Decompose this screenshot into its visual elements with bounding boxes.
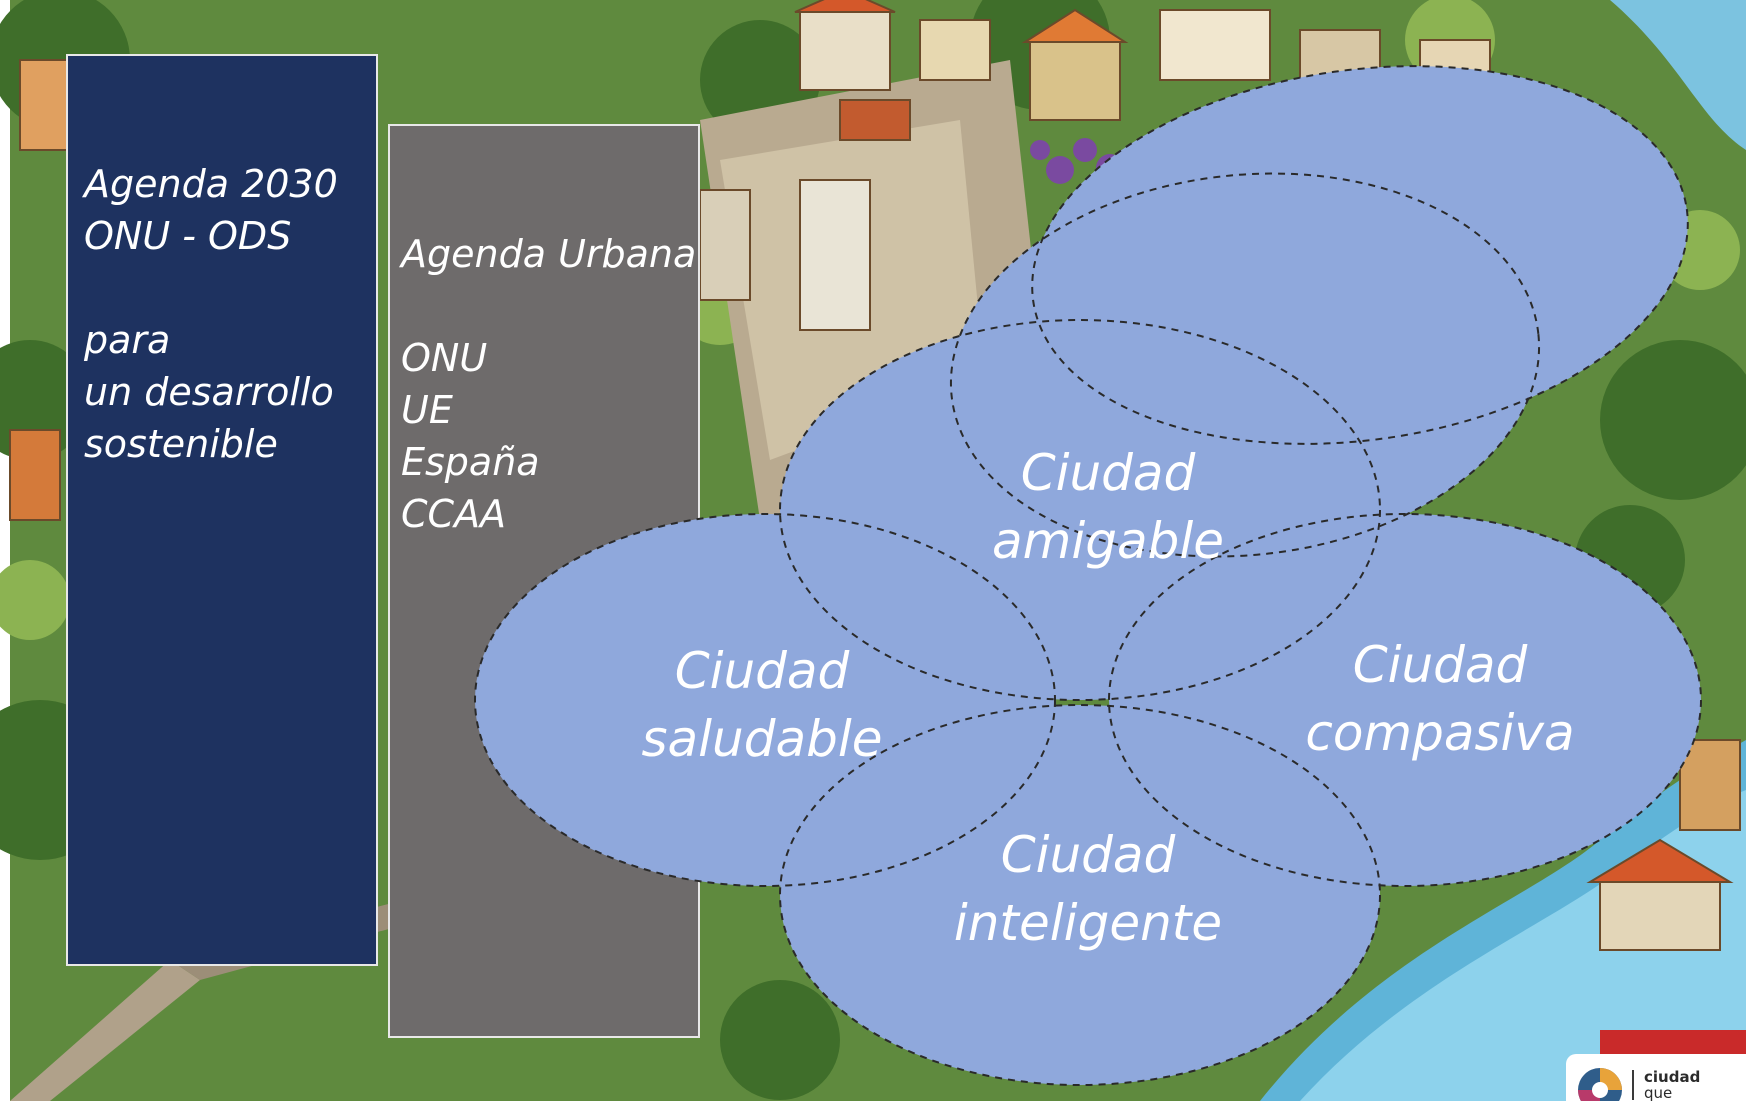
agenda-2030-line: un desarrollo — [84, 370, 334, 414]
agenda-2030-line: para — [84, 318, 171, 362]
agenda-urbana-line: UE — [401, 388, 453, 432]
logo-word-ciudad: ciudad — [1644, 1068, 1701, 1086]
logo-divider — [1632, 1070, 1634, 1100]
agenda-urbana-line: CCAA — [401, 492, 507, 536]
ellipse-inteligente — [780, 705, 1380, 1085]
agenda-2030-panel: Agenda 2030 ONU - ODS para un desarrollo… — [66, 54, 378, 966]
agenda-urbana-line: Agenda Urbana — [401, 232, 697, 276]
label-inteligente-line1: Ciudad — [1001, 826, 1176, 884]
label-compasiva-line2: compasiva — [1305, 704, 1574, 762]
agenda-urbana-line: ONU — [401, 336, 488, 380]
label-inteligente-line2: inteligente — [954, 894, 1222, 952]
label-saludable-line2: saludable — [641, 710, 882, 768]
agenda-2030-line: Agenda 2030 — [84, 162, 338, 206]
label-compasiva-line1: Ciudad — [1353, 636, 1528, 694]
logo-swirl-icon — [1578, 1068, 1622, 1101]
label-amigable-line2: amigable — [992, 512, 1224, 570]
ciudad-que-logo: ciudad que — [1566, 1054, 1746, 1101]
agenda-urbana-line: España — [401, 440, 540, 484]
agenda-2030-line: sostenible — [84, 422, 278, 466]
ellipse-amigable — [780, 320, 1380, 700]
logo-word-que: que — [1644, 1084, 1673, 1101]
agenda-2030-line: ONU - ODS — [84, 214, 292, 258]
label-amigable-line1: Ciudad — [1021, 444, 1196, 502]
label-saludable-line1: Ciudad — [675, 642, 850, 700]
